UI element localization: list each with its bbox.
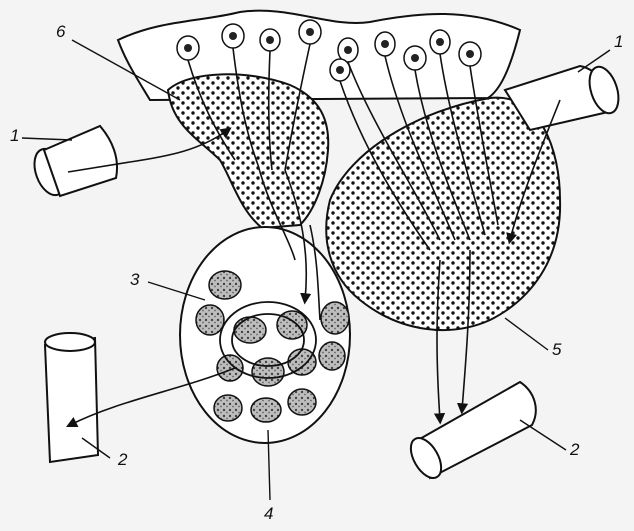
label-6: 6 xyxy=(56,22,65,42)
primary-capillary-plexus xyxy=(168,74,328,228)
label-1-right: 1 xyxy=(614,32,623,52)
label-2-left: 2 xyxy=(118,450,127,470)
label-3: 3 xyxy=(130,270,139,290)
label-5: 5 xyxy=(552,340,561,360)
label-4: 4 xyxy=(264,504,273,524)
label-2-right: 2 xyxy=(570,440,579,460)
label-1-left: 1 xyxy=(10,126,19,146)
